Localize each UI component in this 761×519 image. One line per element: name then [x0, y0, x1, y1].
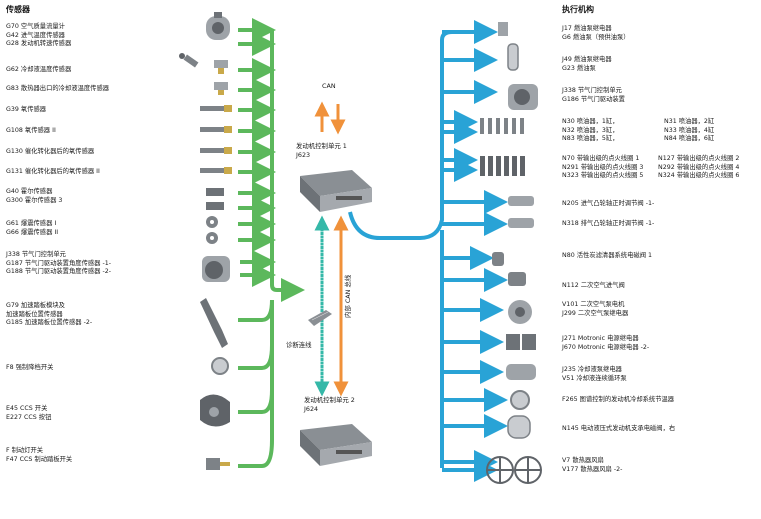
- actuator-label-n145: N145 电动液压式发动机支承电磁阀，右: [562, 425, 676, 432]
- injectors-icon: [480, 118, 524, 134]
- kickdown-switch-icon: [211, 357, 229, 375]
- actuator-label-n318: N318 排气凸轮轴正时调节阀 -1-: [562, 220, 655, 227]
- engine-speed-sensor-icon: [179, 53, 199, 68]
- engine-mount-valve-icon: [507, 415, 531, 439]
- knock-sensor-icon: [206, 216, 218, 244]
- diagnosis-line-label: 诊断连线: [286, 341, 312, 349]
- actuator-label-n80: N80 活性炭滤清器系统电磁阀 1: [562, 252, 652, 259]
- secondary-air-valve-icon: [508, 272, 526, 286]
- can-label: CAN: [322, 82, 336, 90]
- actuator-branch-arrows: [442, 20, 508, 482]
- actuator-label-f265: F265 图谱控制的发动机冷却系统节温器: [562, 396, 675, 403]
- oxygen-sensor-3-icon: [200, 147, 232, 154]
- actuators-header: 执行机构: [562, 5, 594, 14]
- sensor-label-g130: G130 催化转化器后的氧传感器: [6, 148, 95, 155]
- sensor-label-g39: G39 氧传感器: [6, 106, 47, 113]
- thermostat-icon: [510, 390, 530, 410]
- actuator-arrows: [348, 20, 508, 482]
- ecu1-icon: [300, 170, 372, 212]
- motronic-relay-icon: [506, 334, 536, 350]
- sensor-arrows: [238, 18, 305, 468]
- diagnosis-connector-icon: [308, 310, 332, 326]
- hall-sensor-icon: [206, 188, 224, 210]
- sensors-header: 传感器: [6, 5, 30, 14]
- throttle-actuator-icon: [508, 84, 538, 110]
- radiator-fan-icon: [486, 456, 542, 484]
- air-mass-meter-icon: [206, 12, 230, 40]
- throttle-body-icon: [202, 256, 230, 282]
- ecu2-icon: [300, 424, 372, 466]
- can-arrows: [314, 101, 349, 397]
- oxygen-sensor-4-icon: [200, 167, 232, 174]
- exhaust-cam-valve-icon: [508, 218, 534, 228]
- sensor-label-f8: F8 强制降档开关: [6, 364, 54, 371]
- actuator-label-n205: N205 进气凸轮轴正时调节阀 -1-: [562, 200, 655, 207]
- sensor-label-g108: G108 氧传感器 II: [6, 127, 56, 134]
- intake-cam-valve-icon: [508, 196, 534, 206]
- actuator-label-n112: N112 二次空气进气阀: [562, 282, 625, 289]
- fuel-pump-icon: [507, 43, 519, 71]
- accelerator-pedal-icon: [200, 298, 228, 348]
- secondary-air-pump-icon: [508, 300, 532, 324]
- coolant-pump-icon: [506, 364, 536, 380]
- radiator-temp-sensor-icon: [214, 82, 228, 95]
- fuel-pump-relay-icon: [498, 22, 508, 36]
- sensor-label-g131: G131 催化转化器后的氧传感器 II: [6, 168, 100, 175]
- ignition-coils-icon: [480, 156, 525, 176]
- sensor-label-g83: G83 散热器出口的冷却液温度传感器: [6, 85, 110, 92]
- brake-light-switch-icon: [206, 458, 230, 470]
- oxygen-sensor-2-icon: [200, 126, 232, 133]
- ccs-switch-icon: [200, 394, 230, 427]
- sensor-branch-arrows: [238, 18, 276, 287]
- carbon-canister-valve-icon: [492, 252, 504, 266]
- oxygen-sensor-icon: [200, 105, 232, 112]
- sensor-label-g62: G62 冷却液温度传感器: [6, 66, 72, 73]
- coolant-temp-sensor-icon: [214, 60, 228, 74]
- actuator-label-injectors-a: N30 喷油器，1缸，N32 喷油器，3缸，N83 喷油器，5缸，: [562, 118, 619, 143]
